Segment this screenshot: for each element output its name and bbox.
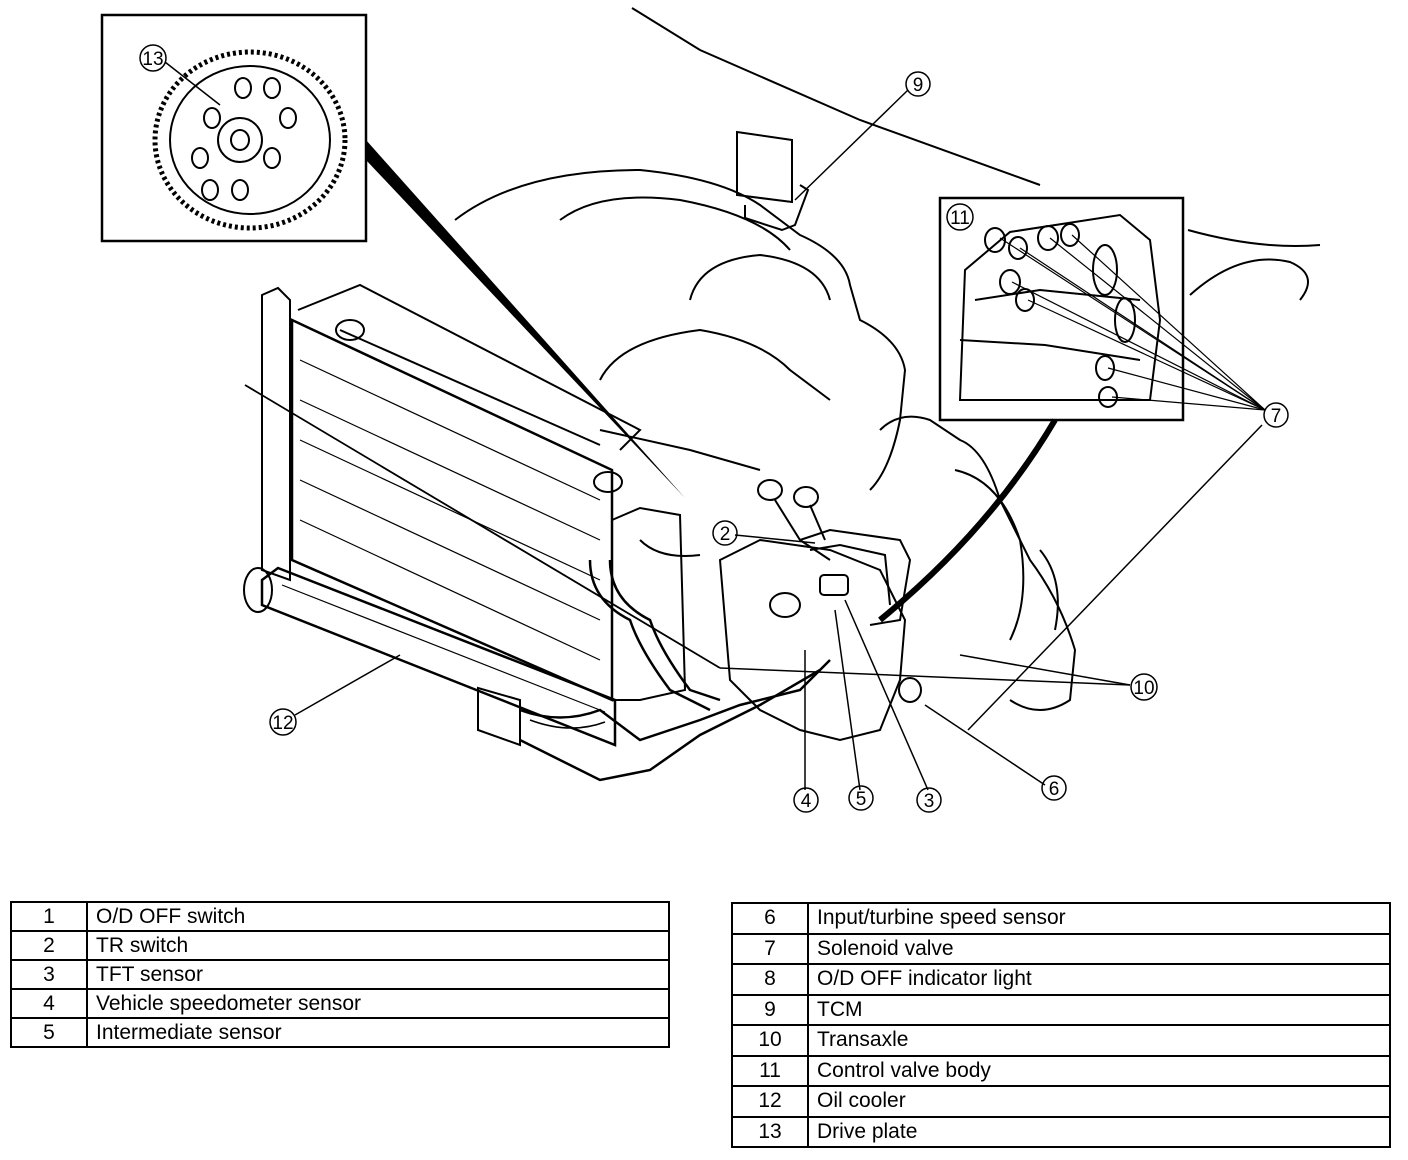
- table-row: 6 Input/turbine speed sensor: [731, 902, 1391, 935]
- legend-label: Oil cooler: [807, 1085, 1391, 1118]
- cooler-hoses: [519, 559, 831, 782]
- legend-number: 2: [10, 930, 88, 961]
- svg-text:3: 3: [924, 791, 935, 812]
- svg-text:10: 10: [1133, 678, 1154, 699]
- legend-label: O/D OFF switch: [86, 901, 670, 932]
- svg-text:7: 7: [1271, 406, 1282, 427]
- legend-label: Transaxle: [807, 1024, 1391, 1057]
- radiator: [261, 283, 687, 702]
- table-row: 3 TFT sensor: [10, 959, 670, 990]
- callout-7: 7: [1263, 402, 1289, 428]
- legend-number: 7: [731, 932, 809, 965]
- callout-13: 13: [139, 44, 167, 72]
- legend-number: 10: [731, 1024, 809, 1057]
- component-location-diagram: 2 3 4 5 6 7 9 10 11 12 13: [100, 7, 1321, 813]
- legend-number: 8: [731, 963, 809, 996]
- legend-table-left: 1 O/D OFF switch 2 TR switch 3 TFT senso…: [10, 901, 670, 1048]
- callout-4: 4: [793, 787, 819, 813]
- legend-label: Intermediate sensor: [86, 1017, 670, 1048]
- leader-lines: [294, 424, 1263, 791]
- svg-text:13: 13: [142, 49, 163, 70]
- legend-label: TR switch: [86, 930, 670, 961]
- transaxle-reference-line: [244, 384, 721, 669]
- inset-pointer: [366, 140, 685, 498]
- legend-number: 12: [731, 1085, 809, 1118]
- legend-number: 3: [10, 959, 88, 990]
- table-row: 9 TCM: [731, 993, 1391, 1026]
- svg-text:9: 9: [913, 75, 924, 96]
- legend-number: 6: [731, 902, 809, 935]
- callout-6: 6: [1041, 775, 1067, 801]
- table-row: 7 Solenoid valve: [731, 932, 1391, 965]
- callout-10: 10: [1130, 673, 1158, 701]
- svg-text:11: 11: [950, 208, 970, 229]
- callout-12: 12: [269, 708, 297, 736]
- table-row: 10 Transaxle: [731, 1024, 1391, 1057]
- table-row: 2 TR switch: [10, 930, 670, 961]
- svg-text:5: 5: [856, 789, 867, 810]
- table-row: 4 Vehicle speedometer sensor: [10, 988, 670, 1019]
- table-row: 8 O/D OFF indicator light: [731, 963, 1391, 996]
- legend-number: 9: [731, 993, 809, 1026]
- svg-text:4: 4: [801, 791, 812, 812]
- legend-label: O/D OFF indicator light: [807, 963, 1391, 996]
- legend-number: 13: [731, 1115, 809, 1148]
- svg-text:12: 12: [272, 713, 293, 734]
- callout-2: 2: [712, 520, 738, 546]
- callout-5: 5: [848, 785, 874, 811]
- legend-number: 4: [10, 988, 88, 1019]
- hood-outline: [631, 7, 1321, 301]
- legend-label: TCM: [807, 993, 1391, 1026]
- legend-table-right: 6 Input/turbine speed sensor 7 Solenoid …: [731, 902, 1391, 1148]
- svg-text:2: 2: [720, 524, 731, 545]
- table-row: 11 Control valve body: [731, 1054, 1391, 1087]
- transaxle-leader: [719, 667, 1131, 686]
- control-valve-inset: [938, 196, 1266, 422]
- engine-outline: [454, 168, 1077, 711]
- legend-label: Vehicle speedometer sensor: [86, 988, 670, 1019]
- table-row: 5 Intermediate sensor: [10, 1017, 670, 1048]
- legend-number: 1: [10, 901, 88, 932]
- legend-label: Solenoid valve: [807, 932, 1391, 965]
- table-row: 13 Drive plate: [731, 1115, 1391, 1148]
- callout-3: 3: [916, 787, 942, 813]
- legend-label: Drive plate: [807, 1115, 1391, 1148]
- legend-label: Input/turbine speed sensor: [807, 902, 1391, 935]
- legend-label: TFT sensor: [86, 959, 670, 990]
- legend-number: 5: [10, 1017, 88, 1048]
- transaxle: [639, 479, 922, 742]
- drive-plate-inset: [100, 13, 368, 243]
- table-row: 12 Oil cooler: [731, 1085, 1391, 1118]
- legend-label: Control valve body: [807, 1054, 1391, 1087]
- tcm-unit: [736, 89, 909, 232]
- legend-number: 11: [731, 1054, 809, 1087]
- callout-11: 11: [946, 203, 974, 231]
- valve-pointer: [878, 418, 1058, 623]
- table-row: 1 O/D OFF switch: [10, 901, 670, 932]
- callout-9: 9: [905, 71, 931, 97]
- svg-text:6: 6: [1049, 779, 1060, 800]
